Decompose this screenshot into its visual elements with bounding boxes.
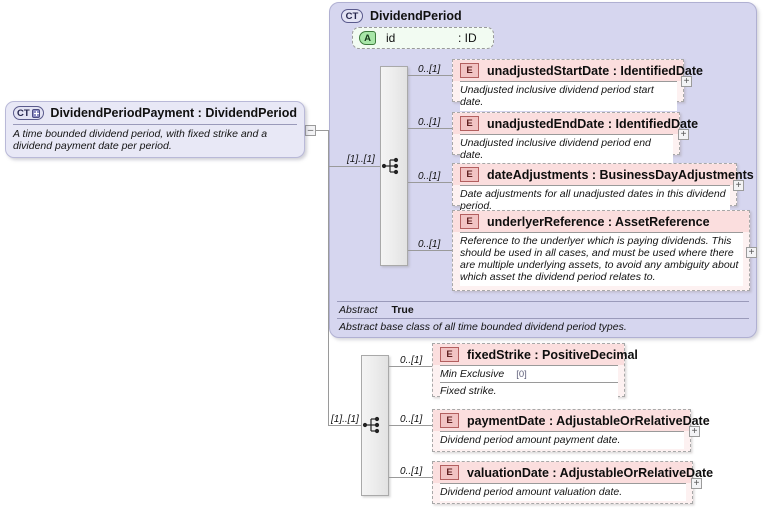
connector-branch-upper [328,166,380,167]
cardinality-fixedstrike: 0..[1] [400,355,423,366]
element-title: unadjustedStartDate : IdentifiedDate [487,63,703,78]
connector-el2 [408,128,453,129]
sequence-cardinality-lower: [1]..[1] [331,414,359,425]
cardinality-underlyerreference: 0..[1] [418,239,441,250]
element-badge-icon: E [460,167,479,182]
element-badge-icon: E [440,465,459,480]
element-unadjustedenddate[interactable]: E unadjustedEndDate : IdentifiedDate Una… [452,112,698,164]
connector-el3 [408,182,453,183]
element-title: dateAdjustments : BusinessDayAdjustments [487,167,754,182]
collapse-toggle-root[interactable] [305,125,316,136]
element-valuationdate[interactable]: E valuationDate : AdjustableOrRelativeDa… [432,461,713,504]
attribute-name: id [386,31,396,45]
attribute-badge-icon: A [359,31,376,45]
connector-el1 [408,75,453,76]
expand-toggle-unadjustedstartdate[interactable] [681,76,692,87]
element-fixedstrike[interactable]: E fixedStrike : PositiveDecimal Min Excl… [432,343,638,400]
facet-value: [0] [516,369,527,380]
abstract-label: Abstract [339,304,378,316]
element-header: E unadjustedEndDate : IdentifiedDate [453,113,698,134]
expand-toggle-paymentdate[interactable] [689,426,700,437]
plus-glyph-icon [31,108,41,118]
element-underlyerreference[interactable]: E underlyerReference : AssetReference Re… [452,210,750,291]
expand-toggle-unadjustedenddate[interactable] [678,129,689,140]
element-header: E paymentDate : AdjustableOrRelativeDate [433,410,710,431]
element-dateadjustments[interactable]: E dateAdjustments : BusinessDayAdjustmen… [452,163,754,215]
attribute-type: : ID [458,31,477,45]
sequence-cardinality-upper: [1]..[1] [347,154,375,165]
element-header: E valuationDate : AdjustableOrRelativeDa… [433,462,713,483]
element-badge-icon: E [440,347,459,362]
connector-branch-lower [328,425,361,426]
element-description: Fixed strike. [440,382,618,400]
sequence-icon [362,416,380,434]
element-badge-icon: E [460,63,479,78]
cardinality-unadjustedenddate: 0..[1] [418,117,441,128]
expand-toggle-valuationdate[interactable] [691,478,702,489]
cardinality-valuationdate: 0..[1] [400,466,423,477]
container-header: CT DividendPeriod [333,4,462,23]
connector-el4 [408,250,453,251]
element-title: underlyerReference : AssetReference [487,214,710,229]
element-title: unadjustedEndDate : IdentifiedDate [487,116,699,131]
connector-el7 [389,477,433,478]
element-unadjustedstartdate[interactable]: E unadjustedStartDate : IdentifiedDate U… [452,59,703,111]
element-title: paymentDate : AdjustableOrRelativeDate [467,413,710,428]
cardinality-paymentdate: 0..[1] [400,414,423,425]
facet-label: Min Exclusive [440,368,505,380]
cardinality-unadjustedstartdate: 0..[1] [418,64,441,75]
expand-toggle-dateadjustments[interactable] [733,180,744,191]
complextype-badge-icon: CT [341,9,363,23]
connector-trunk [328,130,329,426]
element-header: E fixedStrike : PositiveDecimal [433,344,638,365]
connector-el6 [389,425,433,426]
abstract-value: True [391,304,414,316]
root-header: CT DividendPeriodPayment : DividendPerio… [6,102,304,124]
complextype-reference-dividendperiodpayment[interactable]: CT DividendPeriodPayment : DividendPerio… [5,101,305,158]
element-header: E unadjustedStartDate : IdentifiedDate [453,60,703,81]
element-title: valuationDate : AdjustableOrRelativeDate [467,465,714,480]
element-description: Dividend period amount payment date. [440,431,684,449]
element-description: Dividend period amount valuation date. [440,483,686,501]
element-description: Unadjusted inclusive dividend period end… [460,134,673,164]
element-description: Reference to the underlyer which is payi… [460,232,743,286]
connector-after-toggle [316,130,328,131]
attribute-id[interactable]: A id : ID [352,27,494,49]
element-badge-icon: E [460,116,479,131]
element-badge-icon: E [440,413,459,428]
connector-el5 [389,366,433,367]
sequence-icon [381,157,399,175]
root-description: A time bounded dividend period, with fix… [13,124,297,157]
abstract-row: Abstract True [337,301,749,318]
root-title: DividendPeriodPayment : DividendPeriod [50,106,297,120]
element-badge-icon: E [460,214,479,229]
element-facet: Min Exclusive [0] [440,365,618,382]
element-header: E underlyerReference : AssetReference [453,211,749,232]
container-footer: Abstract True Abstract base class of all… [337,301,749,335]
abstract-description: Abstract base class of all time bounded … [337,318,749,335]
complextype-badge-label: CT [17,107,30,119]
cardinality-dateadjustments: 0..[1] [418,171,441,182]
container-title: DividendPeriod [370,9,462,23]
element-description: Unadjusted inclusive dividend period sta… [460,81,677,111]
element-title: fixedStrike : PositiveDecimal [467,347,638,362]
element-header: E dateAdjustments : BusinessDayAdjustmen… [453,164,754,185]
element-paymentdate[interactable]: E paymentDate : AdjustableOrRelativeDate… [432,409,710,452]
expand-toggle-underlyerreference[interactable] [746,247,757,258]
complextype-plus-icon: CT [13,106,45,120]
